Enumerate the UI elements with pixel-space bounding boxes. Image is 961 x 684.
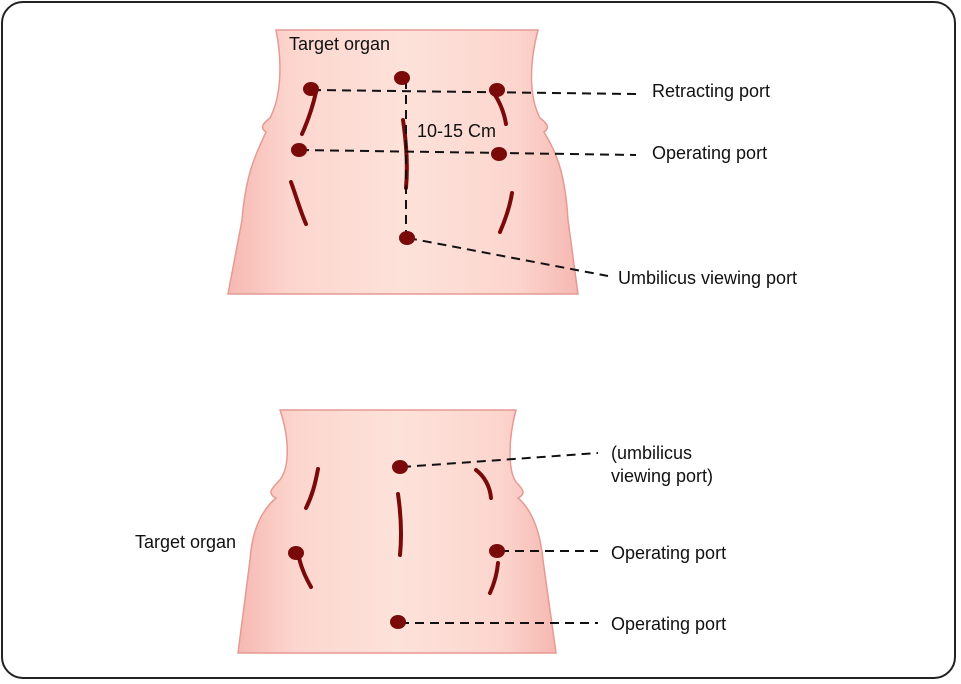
top-torso: Target organ 10-15 Cm Retracting port Op… bbox=[227, 29, 797, 295]
port-right-operating bbox=[491, 147, 507, 161]
leader-umbilicus bbox=[407, 237, 609, 277]
callout-umbilicus-line1: (umbilicus bbox=[611, 443, 692, 463]
callout-operating-port: Operating port bbox=[652, 143, 767, 163]
incision-left-upper bbox=[300, 90, 318, 136]
incision-left-lower bbox=[289, 180, 308, 226]
port-left bbox=[288, 546, 304, 560]
leader-umbilicus bbox=[401, 452, 599, 468]
callout-operating-port-right: Operating port bbox=[611, 543, 726, 563]
port-right-retracting bbox=[489, 83, 505, 97]
incision-left-lower bbox=[297, 556, 313, 589]
top-target-organ-label: Target organ bbox=[289, 34, 390, 54]
callout-retracting-port: Retracting port bbox=[652, 81, 770, 101]
port-umbilicus bbox=[399, 231, 415, 245]
incision-right-upper bbox=[474, 468, 493, 500]
callout-umbilicus-viewing-port: Umbilicus viewing port bbox=[618, 268, 797, 288]
incision-left-upper bbox=[304, 467, 320, 510]
callout-umbilicus-line2: viewing port) bbox=[611, 466, 713, 486]
top-torso-body bbox=[227, 29, 579, 295]
incision-midline bbox=[396, 492, 404, 557]
port-umbilicus bbox=[392, 460, 408, 474]
port-lower-operating bbox=[390, 615, 406, 629]
port-right-operating bbox=[489, 544, 505, 558]
port-left-operating bbox=[291, 143, 307, 157]
leader-operating bbox=[299, 149, 637, 156]
incision-midline bbox=[401, 118, 409, 190]
bottom-torso: Target organ (umbilicus viewing port) Op… bbox=[135, 409, 726, 654]
callout-operating-port-lower: Operating port bbox=[611, 614, 726, 634]
leader-retracting bbox=[311, 89, 637, 95]
port-top-center bbox=[394, 71, 410, 85]
bottom-target-organ-label: Target organ bbox=[135, 532, 236, 552]
incision-right-lower bbox=[498, 191, 514, 234]
distance-label: 10-15 Cm bbox=[417, 121, 496, 141]
incision-right-lower bbox=[488, 561, 500, 595]
port-left-retracting bbox=[303, 82, 319, 96]
